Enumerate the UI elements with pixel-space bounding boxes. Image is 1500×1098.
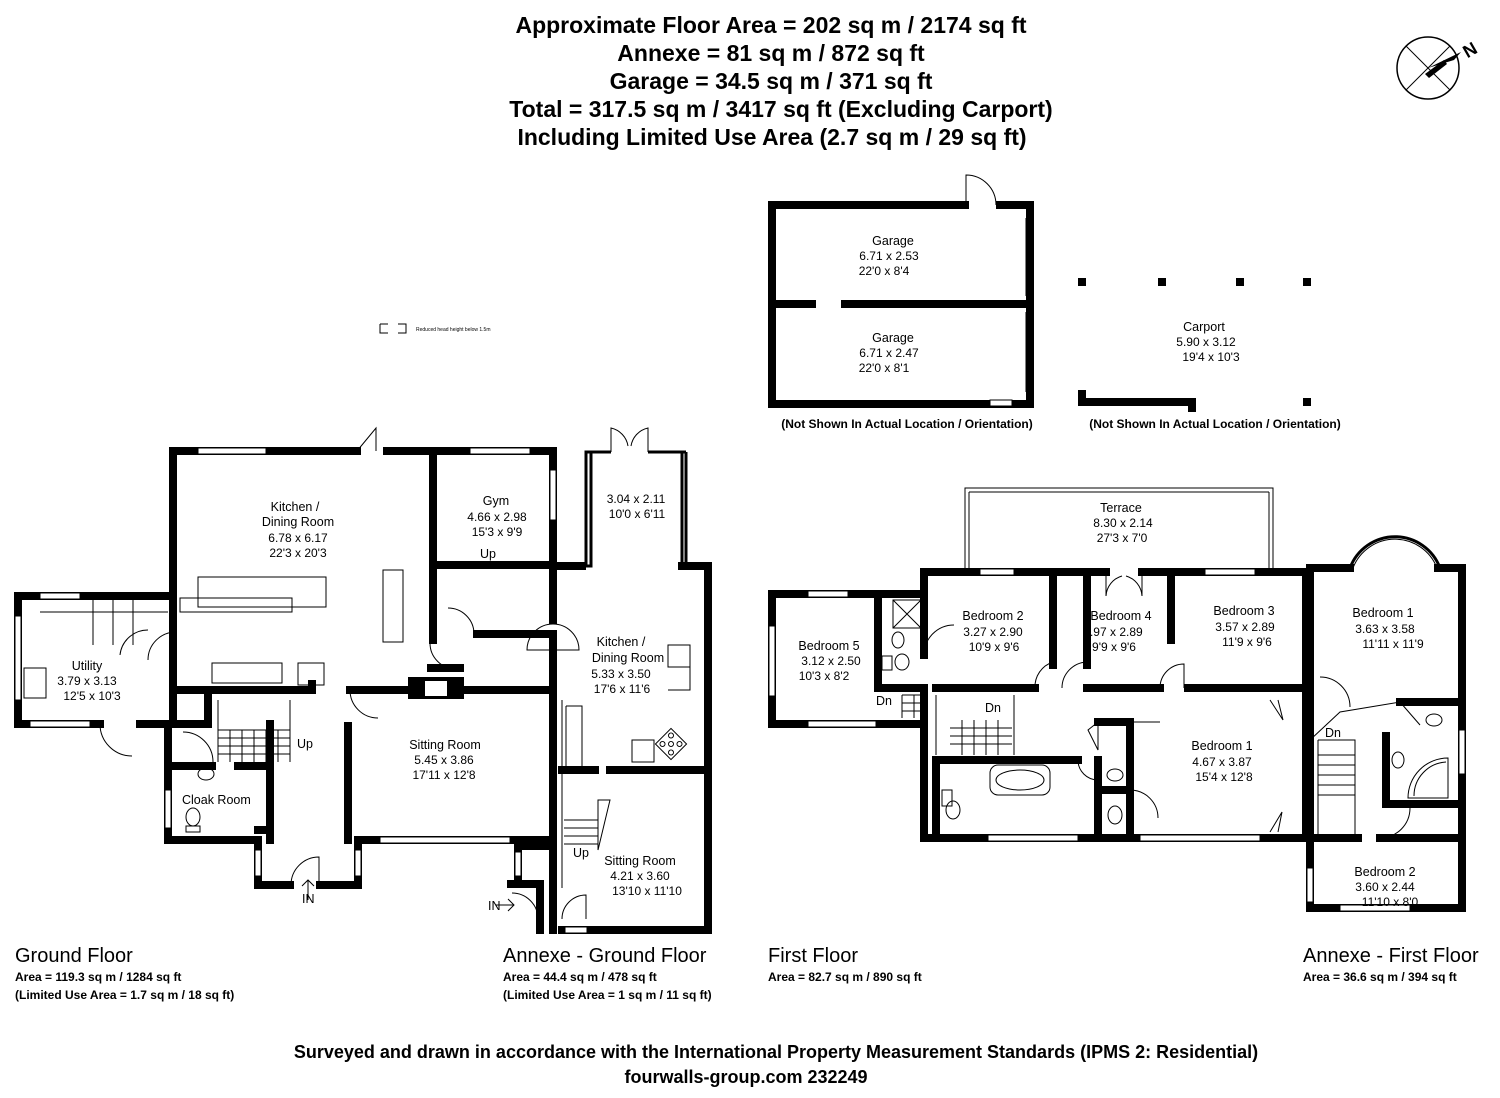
annexe-sitting-name: Sitting Room xyxy=(604,854,676,868)
bedroom1-imperial: 15'4 x 12'8 xyxy=(1195,770,1253,784)
footer: Surveyed and drawn in accordance with th… xyxy=(294,1042,1258,1087)
bedroom1-name: Bedroom 1 xyxy=(1191,739,1252,753)
cloak-room-name: Cloak Room xyxy=(182,793,251,807)
annexe-first-floor-title: Annexe - First Floor xyxy=(1303,945,1479,967)
annexe-kitchen-name1: Kitchen / xyxy=(597,635,646,649)
annexe-kitchen-metric: 5.33 x 3.50 xyxy=(591,667,651,681)
annexe-bedroom2-metric: 3.60 x 2.44 xyxy=(1355,880,1415,894)
bedroom5-imperial: 10'3 x 8'2 xyxy=(799,669,850,683)
bedroom4-name: Bedroom 4 xyxy=(1090,609,1151,623)
header-line-total: Total = 317.5 sq m / 3417 sq ft (Excludi… xyxy=(509,96,1052,122)
annexe-first-stair-down: Dn xyxy=(1325,726,1341,740)
first-stair-down-a: Dn xyxy=(876,694,892,708)
carport-name: Carport xyxy=(1183,320,1225,334)
kitchen-dining-name2: Dining Room xyxy=(262,515,334,529)
kitchen-dining-imperial: 22'3 x 20'3 xyxy=(269,546,327,560)
terrace-name: Terrace xyxy=(1100,501,1142,515)
annexe-kitchen-imperial: 17'6 x 11'6 xyxy=(594,682,651,696)
carport-location-note: (Not Shown In Actual Location / Orientat… xyxy=(1089,417,1341,431)
garage1-metric: 6.71 x 2.53 xyxy=(859,249,919,263)
annexe-first-floor-plan: Bedroom 1 3.63 x 3.58 11'11 x 11'9 Bedro… xyxy=(1306,535,1466,912)
legend-reduced-head-height: Reduced head height below 1.5m xyxy=(379,323,491,334)
carport-metric: 5.90 x 3.12 xyxy=(1176,335,1236,349)
terrace-metric: 8.30 x 2.14 xyxy=(1093,516,1153,530)
annexe-conservatory-imperial: 10'0 x 6'11 xyxy=(609,507,666,521)
garage2-imperial: 22'0 x 8'1 xyxy=(859,361,910,375)
garage2-name: Garage xyxy=(872,331,914,345)
utility-metric: 3.79 x 3.13 xyxy=(57,674,117,688)
carport-plan: Carport 5.90 x 3.12 19'4 x 10'3 (Not Sho… xyxy=(1078,278,1341,431)
annexe-ground-floor-limited-use: (Limited Use Area = 1 sq m / 11 sq ft) xyxy=(503,988,712,1002)
annexe-ground-floor-plan: 3.04 x 2.11 10'0 x 6'11 Kitchen / Dining… xyxy=(488,427,712,934)
annexe-sitting-imperial: 13'10 x 11'10 xyxy=(612,884,682,898)
annexe-sitting-metric: 4.21 x 3.60 xyxy=(610,869,670,883)
ground-floor-area: Area = 119.3 sq m / 1284 sq ft xyxy=(15,970,181,984)
ground-stair-up: Up xyxy=(297,737,313,751)
carport-imperial: 19'4 x 10'3 xyxy=(1182,350,1240,364)
legend-text: Reduced head height below 1.5m xyxy=(416,327,491,333)
garage1-name: Garage xyxy=(872,234,914,248)
annexe-ground-stair-up: Up xyxy=(573,846,589,860)
annexe-bedroom2-name: Bedroom 2 xyxy=(1354,865,1415,879)
kitchen-dining-name1: Kitchen / xyxy=(271,500,320,514)
annexe-bedroom1-imperial: 11'11 x 11'9 xyxy=(1362,637,1424,651)
header-line-limited-use: Including Limited Use Area (2.7 sq m / 2… xyxy=(517,124,1026,150)
footer-reference: fourwalls-group.com 232249 xyxy=(624,1067,867,1087)
compass-north-label: N xyxy=(1459,38,1480,62)
footer-standards-note: Surveyed and drawn in accordance with th… xyxy=(294,1042,1258,1062)
garage2-metric: 6.71 x 2.47 xyxy=(859,346,919,360)
header-line-annexe: Annexe = 81 sq m / 872 sq ft xyxy=(617,40,925,66)
bedroom3-metric: 3.57 x 2.89 xyxy=(1215,620,1275,634)
first-floor-plan: Terrace 8.30 x 2.14 27'3 x 7'0 Bedroom 5… xyxy=(768,487,1310,842)
bedroom5-metric: 3.12 x 2.50 xyxy=(801,654,861,668)
terrace-imperial: 27'3 x 7'0 xyxy=(1097,531,1148,545)
ground-entrance-label: IN xyxy=(302,892,315,906)
bedroom4-metric: 2.97 x 2.89 xyxy=(1083,625,1143,639)
ground-floor-limited-use: (Limited Use Area = 1.7 sq m / 18 sq ft) xyxy=(15,988,234,1002)
bedroom3-name: Bedroom 3 xyxy=(1213,604,1274,618)
header-area-summary: Approximate Floor Area = 202 sq m / 2174… xyxy=(509,12,1052,150)
bedroom2-metric: 3.27 x 2.90 xyxy=(963,625,1023,639)
gym-metric: 4.66 x 2.98 xyxy=(467,510,527,524)
annexe-bedroom1-metric: 3.63 x 3.58 xyxy=(1355,622,1415,636)
gym-stair-up: Up xyxy=(480,547,496,561)
garage1-imperial: 22'0 x 8'4 xyxy=(859,264,910,278)
bedroom2-name: Bedroom 2 xyxy=(962,609,1023,623)
bedroom2-imperial: 10'9 x 9'6 xyxy=(969,640,1020,654)
annexe-ground-floor-title: Annexe - Ground Floor xyxy=(503,945,707,967)
sitting-room-name: Sitting Room xyxy=(409,738,481,752)
first-stair-down-b: Dn xyxy=(985,701,1001,715)
bedroom3-imperial: 11'9 x 9'6 xyxy=(1222,635,1272,649)
annexe-kitchen-name2: Dining Room xyxy=(592,651,664,665)
sitting-room-metric: 5.45 x 3.86 xyxy=(414,753,474,767)
bedroom5-name: Bedroom 5 xyxy=(798,639,859,653)
header-line-floor-area: Approximate Floor Area = 202 sq m / 2174… xyxy=(515,12,1026,38)
header-line-garage: Garage = 34.5 sq m / 371 sq ft xyxy=(610,68,933,94)
annexe-first-floor-area: Area = 36.6 sq m / 394 sq ft xyxy=(1303,970,1457,984)
annexe-conservatory-metric: 3.04 x 2.11 xyxy=(607,492,666,506)
bedroom1-metric: 4.67 x 3.87 xyxy=(1192,755,1252,769)
gym-imperial: 15'3 x 9'9 xyxy=(472,525,523,539)
ground-floor-plan: Kitchen / Dining Room 6.78 x 6.17 22'3 x… xyxy=(14,426,557,906)
annexe-ground-floor-area: Area = 44.4 sq m / 478 sq ft xyxy=(503,970,657,984)
sitting-room-imperial: 17'11 x 12'8 xyxy=(412,768,475,782)
gym-name: Gym xyxy=(483,494,509,508)
ground-floor-title: Ground Floor xyxy=(15,945,133,967)
annexe-bedroom1-name: Bedroom 1 xyxy=(1352,606,1413,620)
annexe-bedroom2-imperial: 11'10 x 8'0 xyxy=(1362,895,1419,909)
kitchen-dining-metric: 6.78 x 6.17 xyxy=(268,531,328,545)
bedroom4-imperial: 9'9 x 9'6 xyxy=(1092,640,1136,654)
floor-titles: Ground Floor Area = 119.3 sq m / 1284 sq… xyxy=(15,945,1479,1002)
first-floor-area: Area = 82.7 sq m / 890 sq ft xyxy=(768,970,922,984)
utility-name: Utility xyxy=(72,659,103,673)
utility-imperial: 12'5 x 10'3 xyxy=(63,689,121,703)
garage-plan: Garage 6.71 x 2.53 22'0 x 8'4 Garage 6.7… xyxy=(768,174,1034,431)
north-arrow-icon: N xyxy=(1396,36,1481,100)
annexe-entrance-label: IN xyxy=(488,899,501,913)
garage-location-note: (Not Shown In Actual Location / Orientat… xyxy=(781,417,1033,431)
first-floor-title: First Floor xyxy=(768,945,858,967)
